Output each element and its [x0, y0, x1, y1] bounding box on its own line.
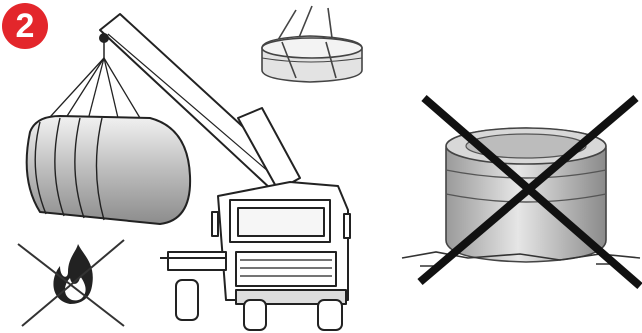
slung-tank-icon — [262, 6, 362, 82]
crossed-tank-icon — [402, 98, 640, 286]
no-flame-icon — [18, 240, 124, 326]
